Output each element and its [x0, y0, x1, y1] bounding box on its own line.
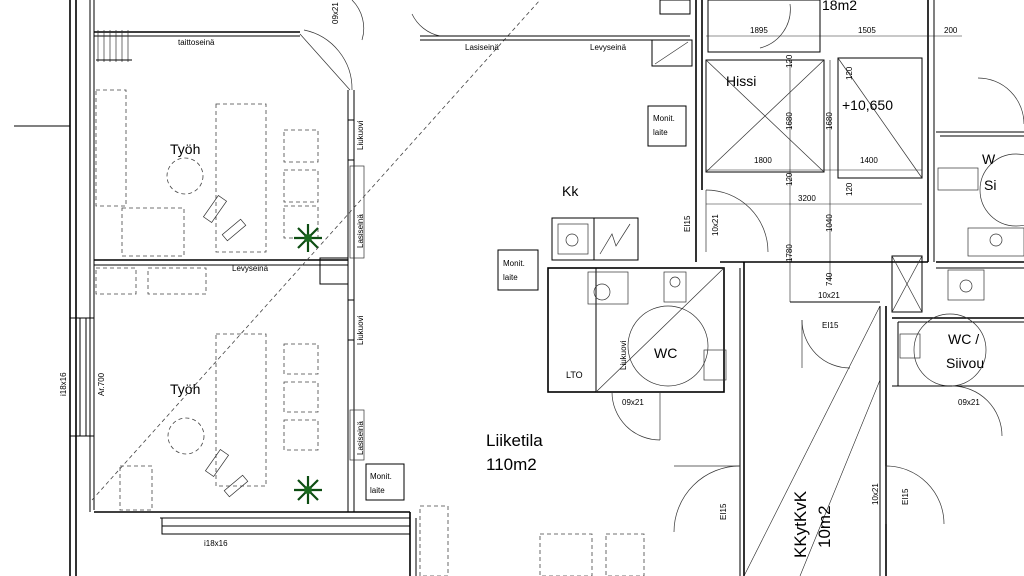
kitchen: Kk [551, 183, 639, 261]
office-furniture-upper: Työh [95, 89, 319, 257]
room-label-kk: Kk [562, 183, 579, 199]
label-level: +10,650 [842, 97, 893, 113]
label-liukuovi-1: Liukuovi [356, 120, 365, 150]
room-label-tyoh-upper: Työh [170, 141, 200, 157]
monit-text-6: laite [653, 128, 668, 137]
label-area-top: 18m2 [822, 0, 857, 13]
plant-lower-icon [294, 476, 322, 504]
dim-1400: 1400 [860, 156, 878, 165]
room-label-hissi: Hissi [726, 73, 756, 89]
dim-740: 740 [825, 272, 834, 286]
label-levyseina-top: Levyseinä [590, 43, 627, 52]
exterior-walls [14, 0, 417, 576]
label-door-09x21-right: 09x21 [958, 398, 980, 407]
label-door-10x21-c: 10x21 [871, 483, 880, 505]
room-label-kk-vertical: KKytKvK [791, 490, 810, 558]
label-ei15-b: EI15 [822, 321, 839, 330]
lower-center: EI15 [419, 465, 741, 576]
dim-1895: 1895 [750, 26, 768, 35]
glass-partition-vertical: Liukuovi Lasiseinä Liukuovi Lasiseinä [347, 90, 365, 512]
left-window-labels: i18x16 Ar.700 i18x16 [59, 372, 228, 548]
label-taittoseina: taittoseinä [178, 38, 215, 47]
label-lasiseina-1: Lasiseinä [356, 214, 365, 248]
dim-120d: 120 [845, 182, 854, 196]
wc-room: WC LTO Liukuovi 09x21 [547, 267, 727, 441]
right-wc-siivous: WC / Siivou 09x21 W Si [892, 77, 1024, 437]
kk-vertical-room: KKytKvK 10m2 10x21 EI15 [743, 305, 945, 576]
label-ei15-a: EI15 [683, 215, 692, 232]
dim-1680a: 1680 [785, 112, 794, 130]
dim-1680b: 1680 [825, 112, 834, 130]
office-furniture-lower: Työh [95, 267, 319, 511]
room-label-w-partial: W [982, 151, 996, 167]
folding-wall: taittoseinä [94, 30, 300, 62]
room-label-wc: WC [654, 345, 677, 361]
dim-1040: 1040 [825, 214, 834, 232]
dim-3200: 3200 [798, 194, 816, 203]
room-label-si-partial: Si [984, 177, 996, 193]
dim-120a: 120 [785, 54, 794, 68]
label-lto: LTO [566, 370, 583, 380]
plant-upper-icon [294, 224, 322, 252]
room-label-wc-siivous-1: WC / [948, 331, 979, 347]
liiketila-label: Liiketila 110m2 [486, 431, 543, 474]
label-door-09x21-wc: 09x21 [622, 398, 644, 407]
label-i18x16-bottom: i18x16 [204, 539, 228, 548]
label-door-09x21-top: 09x21 [331, 2, 340, 24]
monit-text-1: Monit. [370, 472, 392, 481]
room-label-wc-siivous-2: Siivou [946, 355, 984, 371]
room-area-kk-vertical: 10m2 [815, 505, 834, 548]
top-center-walls: Lasiseinä Levyseinä [411, 0, 693, 67]
monit-text-4: laite [503, 273, 518, 282]
label-ei15-d: EI15 [901, 488, 910, 505]
elevator-shaft: Hissi +10,650 18m2 1895 1505 200 1800 14… [683, 0, 962, 576]
dim-200: 200 [944, 26, 958, 35]
monit-laite-top: Monit. laite [647, 105, 687, 147]
monit-laite-lower: Monit. laite [365, 463, 405, 501]
label-lasiseina-2: Lasiseinä [356, 421, 365, 455]
room-label-liiketila: Liiketila [486, 431, 543, 450]
label-ei15-c: EI15 [719, 503, 728, 520]
dim-1505: 1505 [858, 26, 876, 35]
dim-120b: 120 [845, 66, 854, 80]
middle-partition: Levyseinä [94, 257, 349, 285]
dim-1780: 1780 [785, 244, 794, 262]
monit-text-2: laite [370, 486, 385, 495]
dim-120c: 120 [785, 172, 794, 186]
label-ar700: Ar.700 [97, 372, 106, 396]
diagonal-guide-line [91, 0, 541, 501]
label-door-10x21-b: 10x21 [818, 291, 840, 300]
dim-1800: 1800 [754, 156, 772, 165]
monit-text-5: Monit. [653, 114, 675, 123]
room-area-liiketila: 110m2 [486, 455, 537, 474]
label-door-10x21-a: 10x21 [711, 214, 720, 236]
label-i18x16-left: i18x16 [59, 372, 68, 396]
label-liukuovi-2: Liukuovi [356, 315, 365, 345]
monit-text-3: Monit. [503, 259, 525, 268]
label-levyseina-mid: Levyseinä [232, 264, 269, 273]
label-liukuovi-wc: Liukuovi [619, 340, 628, 370]
label-lasiseina-top: Lasiseinä [465, 43, 499, 52]
monit-laite-mid: Monit. laite [497, 249, 539, 291]
room-label-tyoh-lower: Työh [170, 381, 200, 397]
door-top-left: 09x21 [299, 0, 365, 91]
